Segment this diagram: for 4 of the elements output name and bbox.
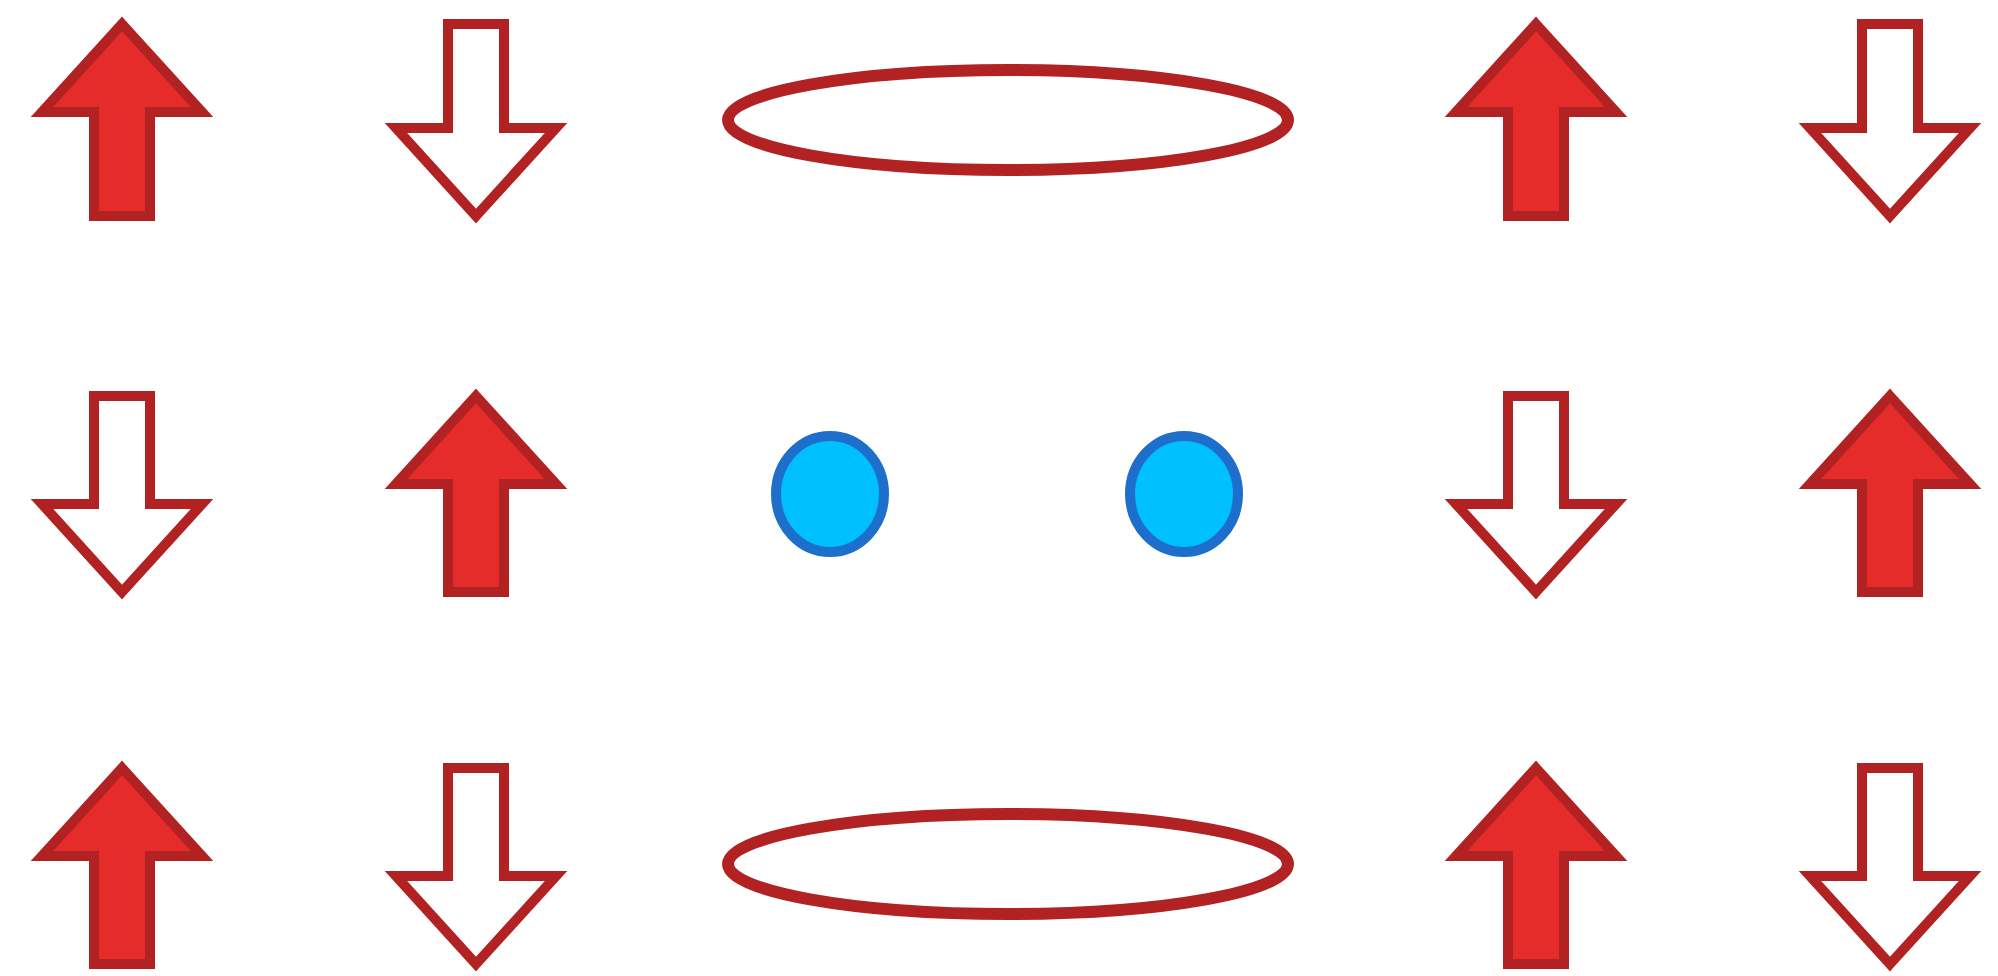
ring: [722, 64, 1294, 176]
dot: [1125, 431, 1243, 557]
dot: [771, 431, 889, 557]
ring: [722, 808, 1294, 920]
